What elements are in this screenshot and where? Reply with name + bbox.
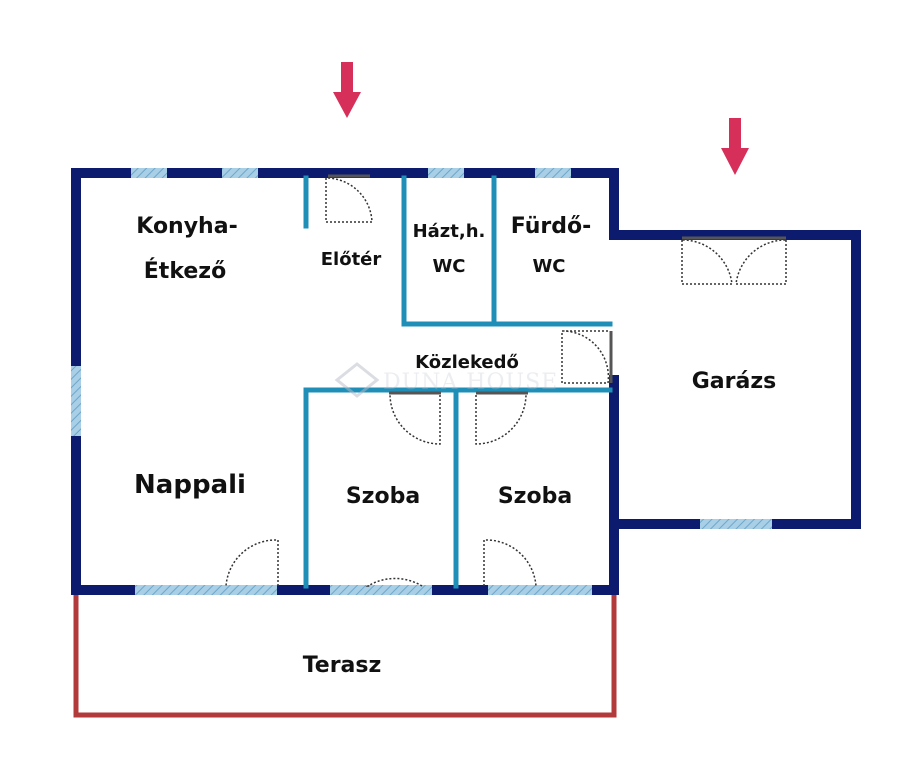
inner-walls bbox=[303, 175, 613, 589]
arrow-down-icon bbox=[333, 62, 361, 118]
room-label-eloter: Előtér bbox=[321, 249, 382, 270]
watermark-text: DUNA HOUSE bbox=[383, 370, 558, 395]
door-leaves bbox=[328, 174, 786, 395]
room-label-konyha-line1: Konyha- bbox=[136, 214, 237, 239]
room-label-haztb-line1: Házt,h. bbox=[413, 221, 486, 242]
door-swings bbox=[225, 177, 787, 587]
room-label-szoba-right: Szoba bbox=[498, 484, 572, 509]
arrow-down-icon bbox=[721, 118, 749, 175]
room-label-furdo-line1: Fürdő- bbox=[511, 214, 591, 239]
windows bbox=[71, 168, 772, 595]
room-label-kozlekedo: Közlekedő bbox=[415, 352, 519, 373]
room-label-konyha-line2: Étkező bbox=[144, 258, 226, 284]
watermark-logo: DUNA HOUSE bbox=[334, 362, 558, 398]
room-label-szoba-left: Szoba bbox=[346, 484, 420, 509]
room-label-haztb-line2: WC bbox=[432, 256, 465, 277]
terrace-outline bbox=[73, 594, 617, 718]
room-label-garazs: Garázs bbox=[692, 369, 777, 394]
room-label-terasz: Terasz bbox=[303, 653, 382, 678]
room-label-furdo-line2: WC bbox=[532, 256, 565, 277]
room-label-nappali: Nappali bbox=[134, 470, 246, 500]
